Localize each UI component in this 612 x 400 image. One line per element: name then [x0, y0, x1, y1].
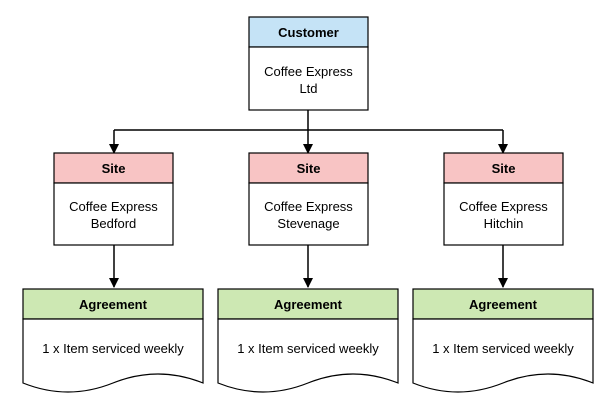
site-name-line-1: Coffee Express: [69, 199, 158, 214]
site-name-line-2: Stevenage: [277, 216, 339, 231]
site-node-hitchin[interactable]: Site Coffee Express Hitchin: [443, 152, 564, 246]
agreement-header: Agreement: [274, 297, 343, 312]
site-name-line-2: Hitchin: [484, 216, 524, 231]
agreement-node-stevenage[interactable]: Agreement 1 x Item serviced weekly: [217, 288, 399, 393]
agreement-node-hitchin[interactable]: Agreement 1 x Item serviced weekly: [412, 288, 594, 393]
agreement-text: 1 x Item serviced weekly: [42, 341, 184, 356]
site-header: Site: [297, 161, 321, 176]
agreement-header-bg: [412, 288, 594, 320]
site-body-bg: [248, 182, 369, 246]
agreement-header: Agreement: [469, 297, 538, 312]
site-node-stevenage[interactable]: Site Coffee Express Stevenage: [248, 152, 369, 246]
site-name-line-2: Bedford: [91, 216, 137, 231]
customer-name-line-2: Ltd: [299, 81, 317, 96]
site-header: Site: [102, 161, 126, 176]
customer-name-line-1: Coffee Express: [264, 64, 353, 79]
site-header-bg: [53, 152, 174, 184]
site-header-bg: [248, 152, 369, 184]
site-name-line-1: Coffee Express: [459, 199, 548, 214]
agreement-text: 1 x Item serviced weekly: [237, 341, 379, 356]
site-body-bg: [53, 182, 174, 246]
site-node-bedford[interactable]: Site Coffee Express Bedford: [53, 152, 174, 246]
agreement-header-bg: [22, 288, 204, 320]
agreement-header: Agreement: [79, 297, 148, 312]
connectors: [109, 110, 508, 288]
customer-header: Customer: [278, 25, 339, 40]
customer-node[interactable]: Customer Coffee Express Ltd: [248, 16, 369, 111]
agreement-text: 1 x Item serviced weekly: [432, 341, 574, 356]
site-header: Site: [492, 161, 516, 176]
site-header-bg: [443, 152, 564, 184]
agreement-node-bedford[interactable]: Agreement 1 x Item serviced weekly: [22, 288, 204, 393]
customer-header-bg: [248, 16, 369, 48]
agreement-body-bg: [22, 318, 204, 393]
site-body-bg: [443, 182, 564, 246]
agreement-body-bg: [217, 318, 399, 393]
agreement-body-bg: [412, 318, 594, 393]
site-name-line-1: Coffee Express: [264, 199, 353, 214]
customer-body-bg: [248, 46, 369, 111]
